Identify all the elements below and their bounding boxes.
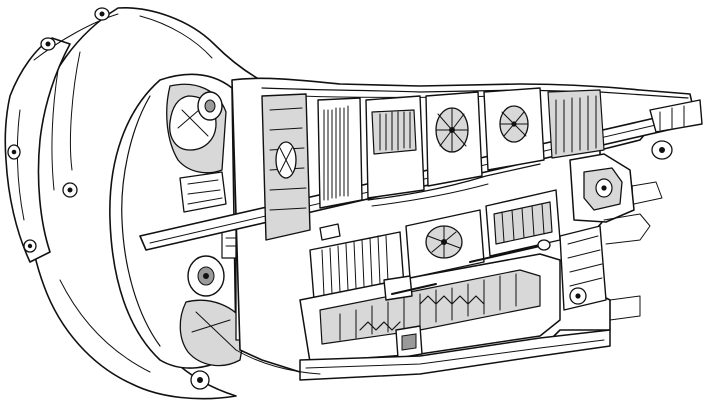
selector-linkage: [319, 223, 551, 295]
reaction-gearset: [425, 225, 463, 259]
outline-details: [235, 181, 663, 375]
converter-hub-detail: [179, 91, 227, 213]
planetary-gearset-1: [435, 107, 469, 153]
clutch-plates-2: [379, 111, 411, 151]
lower-clutch-plates: [321, 235, 389, 297]
clutch-plates-1: [323, 105, 349, 201]
valve-spools: [339, 273, 517, 341]
lower-gear-train: [309, 189, 561, 301]
valve-body: [299, 253, 611, 381]
upper-clutch-packs: [317, 87, 605, 209]
rear-housing: [559, 153, 635, 311]
planetary-gearset-2: [499, 105, 529, 143]
front-pump: [261, 93, 311, 241]
flange-bolt-bosses: [7, 7, 210, 390]
